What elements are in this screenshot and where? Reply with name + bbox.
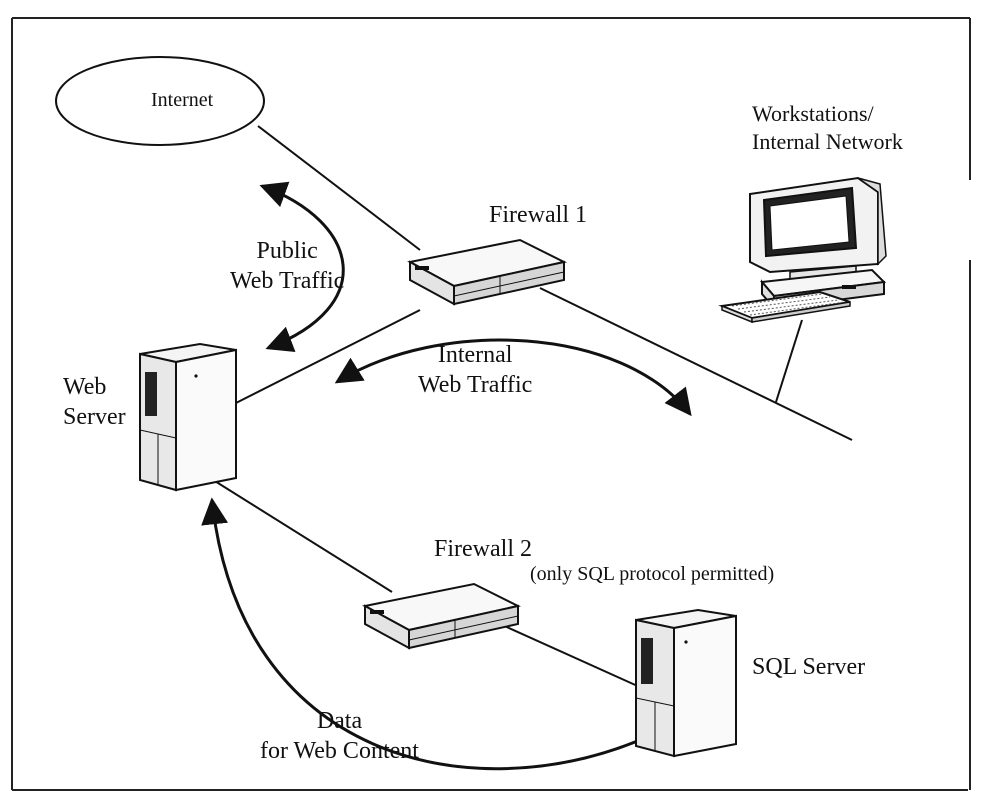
firewall1-icon xyxy=(407,238,567,306)
internal-web-traffic-arrow xyxy=(334,338,692,417)
web-server-line1: Web xyxy=(63,374,107,400)
public-web-traffic-label: Public Web Traffic xyxy=(230,236,344,296)
firewall2-icon xyxy=(362,582,521,650)
workstations-label: Workstations/ Internal Network xyxy=(752,100,903,155)
public-web-traffic-line1: Public xyxy=(256,238,318,264)
sql-server-icon xyxy=(635,608,737,758)
firewall2-to-sql-server-line xyxy=(499,623,643,689)
firewall1-label: Firewall 1 xyxy=(489,202,587,228)
internal-web-traffic-line1: Internal xyxy=(437,342,513,368)
firewall1-to-internal-network-line xyxy=(539,287,853,441)
data-for-web-content-arrow xyxy=(201,497,641,771)
sql-server-label: SQL Server xyxy=(752,654,866,680)
workstations-label-line2: Internal Network xyxy=(752,128,903,154)
internet-cloud xyxy=(55,56,265,146)
web-server-to-firewall2-line xyxy=(209,477,393,593)
data-for-web-content-line2: for Web Content xyxy=(260,738,419,764)
public-web-traffic-line2: Web Traffic xyxy=(230,268,345,294)
internal-web-traffic-line2: Web Traffic xyxy=(418,372,533,398)
workstation-computer-icon xyxy=(718,176,887,324)
firewall2-label: Firewall 2 xyxy=(434,536,532,562)
firewall2-note: (only SQL protocol permitted) xyxy=(530,563,775,585)
internet-label: Internet xyxy=(151,89,214,111)
internet-to-firewall1-line xyxy=(257,125,421,251)
data-for-web-content-label: Data for Web Content xyxy=(260,706,419,766)
workstations-label-line1: Workstations/ xyxy=(752,101,874,126)
workstation-drop-line xyxy=(775,319,803,403)
web-server-label: Web Server xyxy=(63,372,126,432)
data-for-web-content-line1: Data xyxy=(316,708,363,734)
internal-web-traffic-label: Internal Web Traffic xyxy=(418,340,532,400)
public-web-traffic-arrow xyxy=(259,181,345,352)
web-server-icon xyxy=(139,342,237,492)
firewall1-to-web-server-line xyxy=(231,309,421,406)
web-server-line2: Server xyxy=(63,404,126,430)
page-border xyxy=(11,17,971,791)
